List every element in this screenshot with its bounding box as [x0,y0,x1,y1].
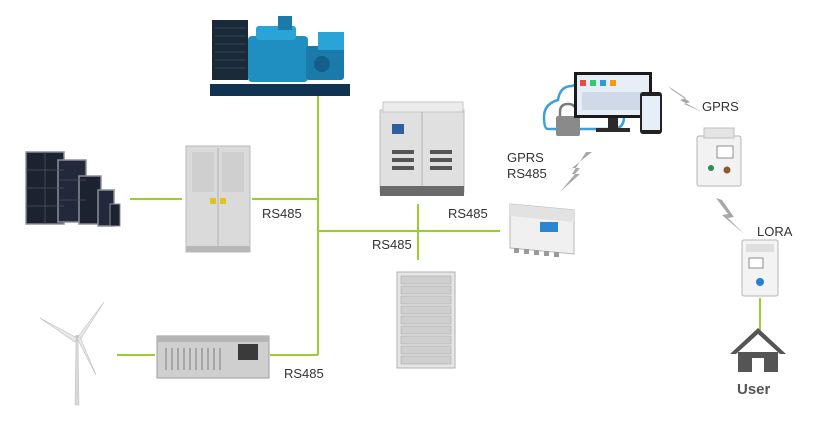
diesel-generator-icon [210,16,350,96]
pv-inverter-cabinet-icon [185,145,251,253]
gprs-label: GPRS [507,150,544,165]
wind-turbine-icon [39,301,105,406]
battery-rack-icon [396,271,456,369]
power-conversion-cabinet-icon [379,101,465,196]
wireless-bolt-icon [560,152,592,192]
wireless-bolt-icon [668,86,702,112]
monitoring-screens-icon [574,72,662,134]
gprs-gateway-icon [696,127,742,187]
data-collector-icon [509,203,575,257]
rs485-label-left: RS485 [262,206,302,221]
rs485-label-collector: RS485 [507,166,547,181]
wind-converter-rack-icon [156,335,270,379]
lora-meter-icon [741,239,779,297]
rs485-label-bottom: RS485 [284,366,324,381]
user-label: User [737,381,771,398]
lora-label: LORA [757,224,793,239]
wireless-bolts [560,86,744,234]
house-icon [730,328,786,372]
wireless-bolt-icon [716,198,744,234]
rs485-label-center: RS485 [372,237,412,252]
gprs-label-top: GPRS [702,99,739,114]
connection-lines [117,96,761,356]
solar-panel-icon [25,151,121,227]
rs485-label-right: RS485 [448,206,488,221]
